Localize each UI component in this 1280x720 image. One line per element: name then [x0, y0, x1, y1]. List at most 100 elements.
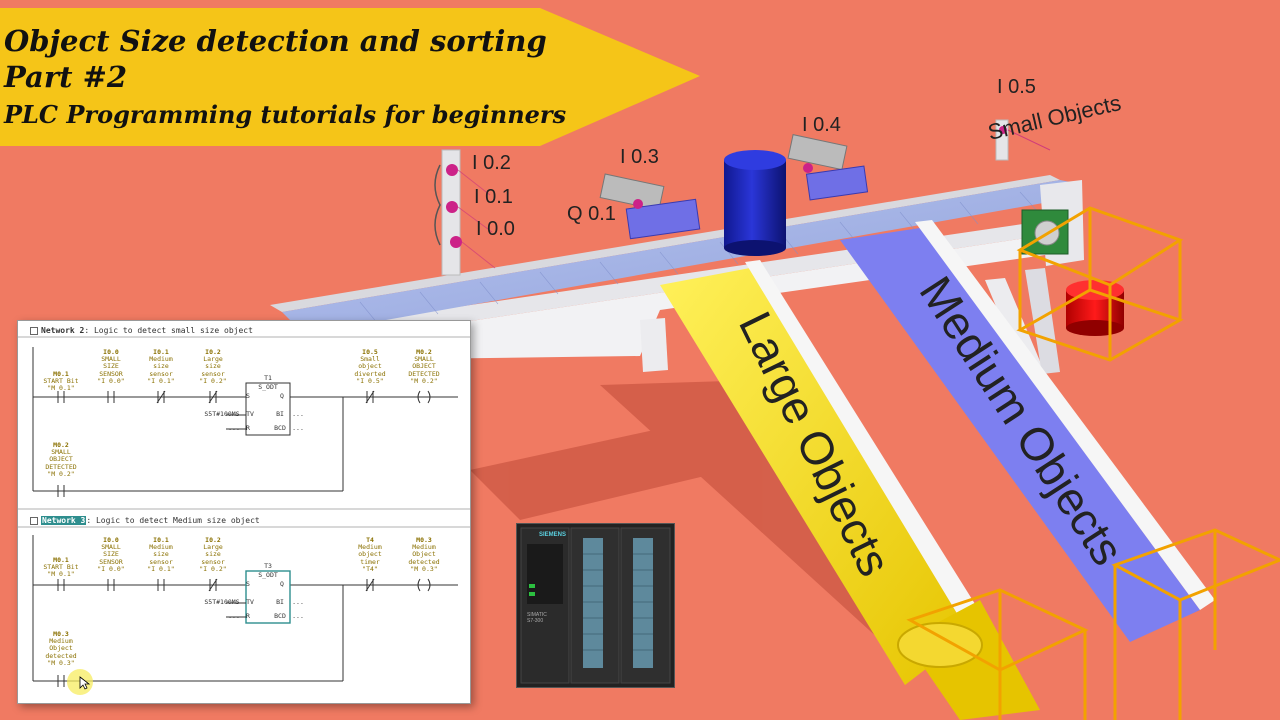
small-objects-cage	[1016, 206, 1184, 362]
n3-c5-addr: T4	[366, 536, 374, 544]
n3-c4-sym: "I 0.2"	[199, 564, 227, 573]
n2-pin-r: R	[246, 424, 250, 432]
plc-model: SIMATIC S7-300	[527, 612, 547, 624]
label-i02: I 0.2	[472, 152, 511, 174]
n2-pin-bcd: BCD	[274, 424, 286, 432]
conveyor-belt[interactable]	[282, 180, 1080, 330]
n2-branch-sym: "M 0.2"	[47, 469, 75, 478]
label-q01: Q 0.1	[567, 203, 616, 225]
n3-timer-preset: S5T#100MS	[204, 598, 240, 606]
n3-pin-q: Q	[280, 580, 284, 588]
network3-header[interactable]: Network 3: Logic to detect Medium size o…	[30, 516, 260, 525]
n2-pin-q: Q	[280, 392, 284, 400]
n2-c3-desc: Medium size sensor	[149, 355, 173, 378]
n3-branch-addr: M0.3	[53, 630, 69, 638]
n3-c3-desc: Medium size sensor	[149, 543, 173, 566]
n2-c4-sym: "I 0.2"	[199, 376, 227, 385]
green-button-box[interactable]	[1021, 209, 1069, 255]
ladder-rungs	[18, 336, 470, 695]
n2-c4-desc: Large size sensor	[201, 355, 225, 378]
n3-c6-sym: "M 0.3"	[410, 564, 438, 573]
plc-brand: SIEMENS	[539, 532, 567, 538]
n2-pin-tv: TV	[246, 410, 254, 418]
network3-comment: : Logic to detect Medium size object	[86, 516, 260, 525]
n3-c6-desc: Medium Object detected	[408, 543, 440, 566]
conveyor-leg-right2	[1025, 268, 1060, 374]
n2-c6-addr: M0.2	[416, 348, 432, 356]
n3-c2-desc: SMALL SIZE SENSOR	[99, 543, 123, 566]
n3-c1-sym: "M 0.1"	[47, 570, 75, 579]
n3-c5-desc: Medium object timer	[358, 543, 382, 566]
label-i05: I 0.5	[997, 76, 1036, 98]
n2-contacts	[57, 390, 431, 497]
n3-c3-addr: I0.1	[153, 536, 169, 544]
n3-c6-addr: M0.3	[416, 536, 432, 544]
n3-c2-addr: I0.0	[103, 536, 119, 544]
plc-hardware: SIEMENS SIMATIC S7-300	[516, 523, 675, 688]
n2-c5-desc: Small object diverted	[354, 355, 386, 378]
sensor-post-left	[434, 149, 462, 276]
n2-c1-sym: "M 0.1"	[47, 384, 75, 393]
n2-branch-desc: SMALL OBJECT DETECTED	[45, 448, 77, 471]
n2-c4-addr: I0.2	[205, 348, 221, 356]
n3-c3-sym: "I 0.1"	[147, 564, 175, 573]
n2-c2-addr: I0.0	[103, 348, 119, 356]
n2-bcd-dots: ...	[292, 424, 304, 432]
n2-pin-bi: BI	[276, 410, 284, 418]
sensor-beams	[457, 169, 496, 269]
n3-pin-bi: BI	[276, 598, 284, 606]
conveyor-back-rail	[270, 175, 1060, 312]
n3-timer-name: T3	[264, 562, 272, 570]
label-i00: I 0.0	[476, 218, 515, 240]
n3-pin-s: S	[246, 580, 250, 588]
label-i04: I 0.4	[802, 114, 841, 136]
n2-c1-desc: START Bit	[43, 377, 79, 386]
n2-timer-preset: S5T#100MS	[204, 410, 240, 418]
n3-timer-box	[245, 570, 291, 624]
large-objects-chute[interactable]	[660, 268, 970, 685]
medium-objects-chute[interactable]	[840, 228, 1200, 642]
belt-slats	[359, 191, 1039, 325]
plc-modules	[520, 527, 671, 684]
network2-comment: : Logic to detect small size object	[84, 326, 253, 335]
n3-timer-type: S_ODT	[258, 571, 278, 579]
n3-bi-dots: ...	[292, 598, 304, 606]
n2-c6-desc: SMALL OBJECT DETECTED	[408, 355, 440, 378]
small-object-cylinder	[1066, 280, 1124, 336]
n2-pin-s: S	[246, 392, 250, 400]
ladder-logic-panel[interactable]: Network 2: Logic to detect small size ob…	[17, 320, 471, 704]
pusher-q01	[599, 173, 701, 240]
title-line-2: Part #2	[4, 60, 128, 94]
network2-label: Network 2	[41, 326, 85, 335]
yellow-pipe	[897, 600, 1040, 720]
n3-c4-desc: Large size sensor	[201, 543, 225, 566]
n2-c5-addr: I0.5	[362, 348, 378, 356]
subtitle: PLC Programming tutorials for beginners	[4, 100, 567, 129]
label-i03: I 0.3	[620, 146, 659, 168]
n3-pin-r: R	[246, 612, 250, 620]
network3-label: Network 3	[41, 516, 87, 525]
n3-c1-addr: M0.1	[53, 556, 69, 564]
n3-c2-sym: "I 0.0"	[97, 564, 125, 573]
n3-branch-desc: Medium Object detected	[45, 637, 77, 660]
n3-c1-desc: START Bit	[43, 563, 79, 572]
medium-objects-cage	[1111, 528, 1280, 720]
title-banner	[0, 8, 700, 146]
n2-timer-name: T1	[264, 374, 272, 382]
network2-header[interactable]: Network 2: Logic to detect small size ob…	[30, 326, 253, 335]
n2-c6-sym: "M 0.2"	[410, 376, 438, 385]
n2-c5-sym: "I 0.5"	[356, 376, 384, 385]
n3-bcd-dots: ...	[292, 612, 304, 620]
n3-contacts	[57, 578, 431, 687]
